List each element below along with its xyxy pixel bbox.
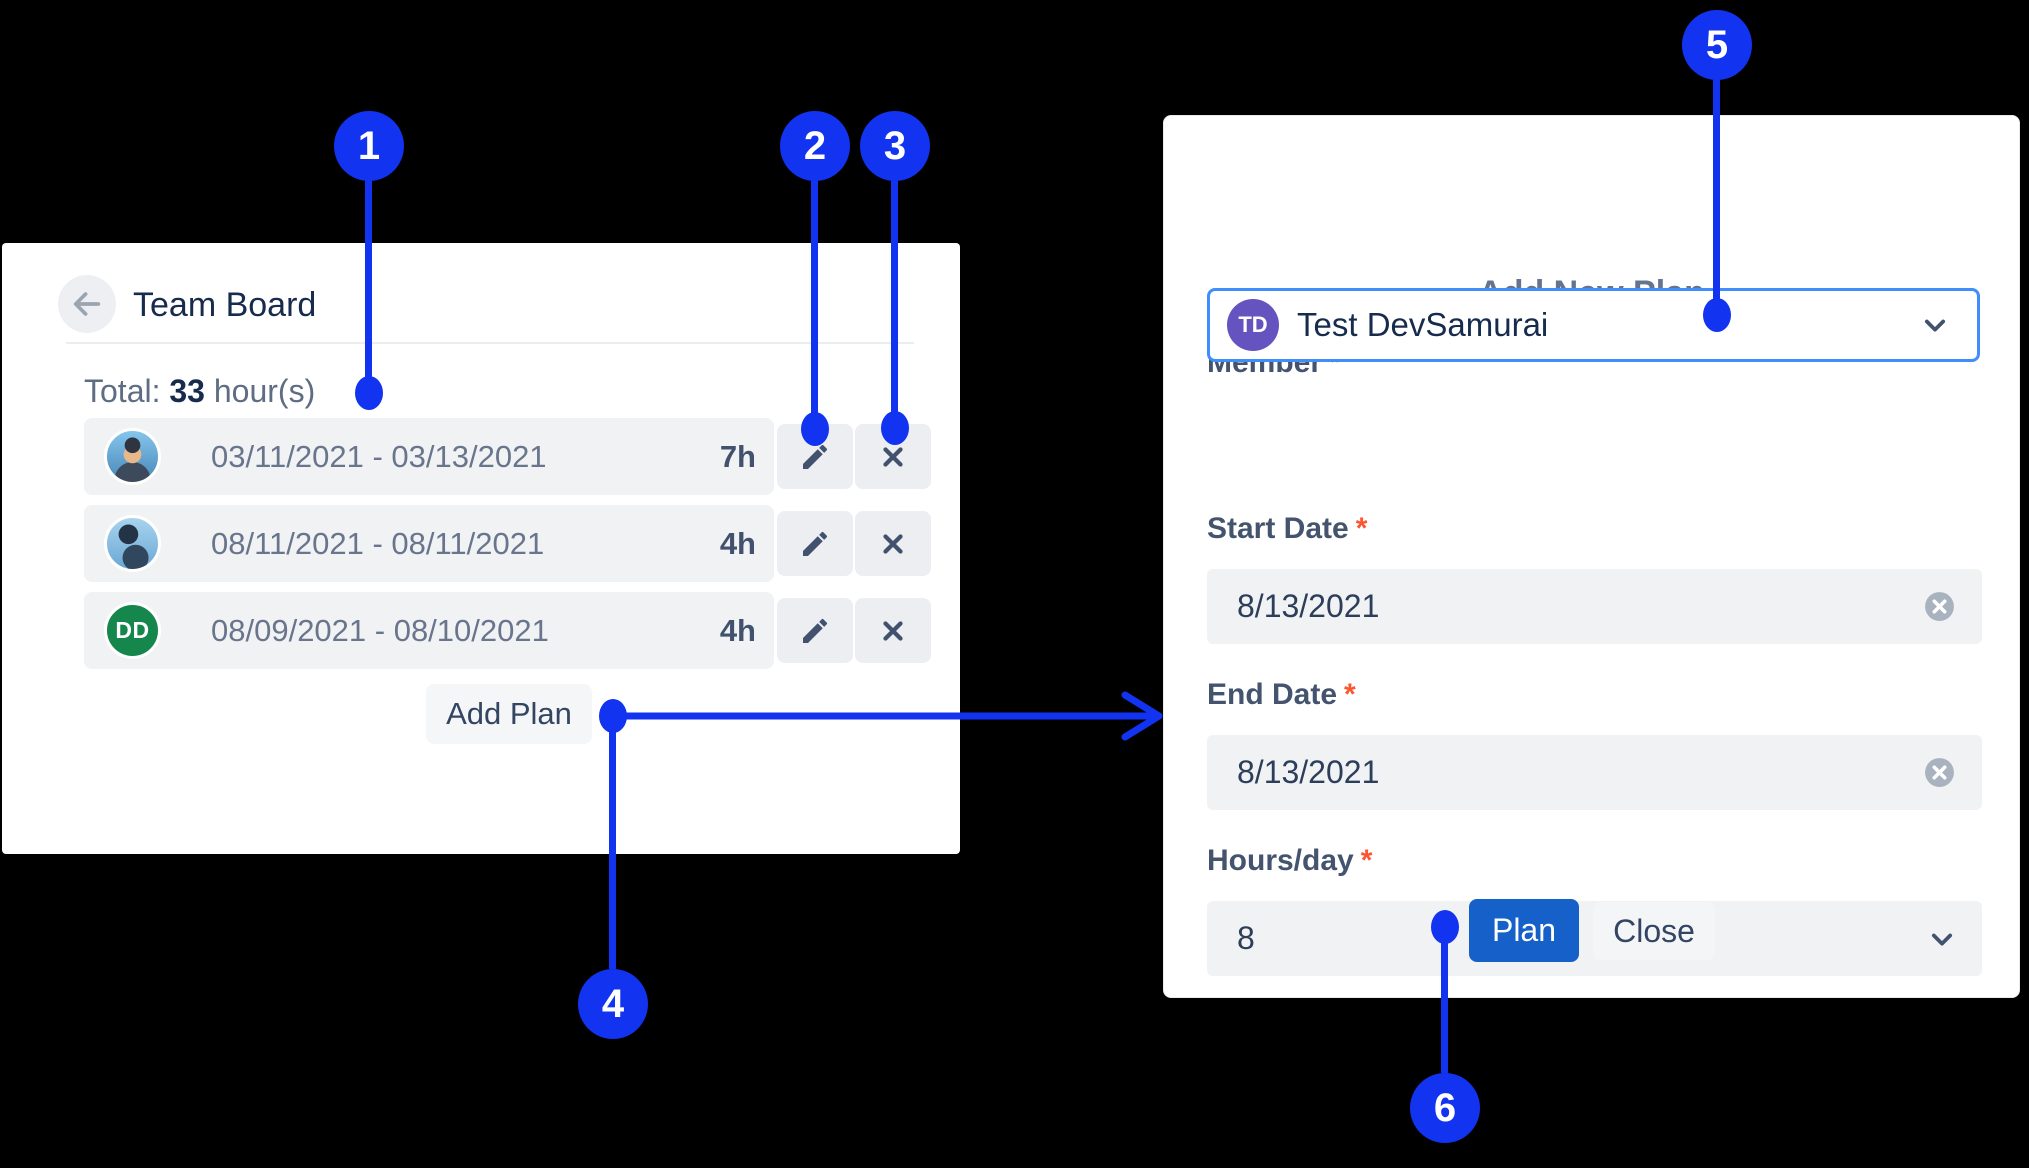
start-date-value: 8/13/2021	[1237, 588, 1380, 624]
required-asterisk: *	[1360, 844, 1373, 877]
total-value: 33	[169, 373, 205, 409]
member-avatar	[104, 428, 161, 485]
annotation-line-1	[365, 180, 372, 393]
member-avatar: TD	[1227, 299, 1279, 351]
start-date-input[interactable]: 8/13/2021	[1207, 569, 1982, 644]
end-date-value: 8/13/2021	[1237, 754, 1380, 790]
chevron-down-icon	[1928, 925, 1956, 953]
edit-plan-button[interactable]	[777, 598, 853, 663]
total-suffix: hour(s)	[213, 373, 316, 409]
clear-field-icon[interactable]	[1923, 756, 1956, 789]
clear-field-icon[interactable]	[1923, 590, 1956, 623]
close-x-icon	[878, 616, 908, 646]
plan-row: DD 08/09/2021 - 08/10/2021 4h	[84, 592, 774, 669]
annotation-badge-2: 2	[780, 111, 850, 181]
end-date-label: End Date*	[1207, 678, 1356, 711]
annotation-dot-6	[1431, 910, 1459, 944]
page-title: Team Board	[133, 286, 317, 324]
annotation-line-4	[609, 716, 616, 969]
plan-row: 08/11/2021 - 08/11/2021 4h	[84, 505, 774, 582]
annotation-badge-6: 6	[1410, 1073, 1480, 1143]
annotation-badge-5: 5	[1682, 10, 1752, 80]
start-date-label: Start Date*	[1207, 512, 1368, 545]
annotation-arrow-4	[613, 686, 1165, 746]
add-plan-button[interactable]: Add Plan	[426, 684, 592, 744]
member-avatar	[104, 515, 161, 572]
header-divider	[66, 342, 914, 344]
close-x-icon	[878, 442, 908, 472]
delete-plan-button[interactable]	[855, 424, 931, 489]
plan-date-range: 08/09/2021 - 08/10/2021	[211, 613, 549, 648]
annotation-dot-5	[1703, 298, 1731, 332]
chevron-down-icon	[1921, 311, 1949, 339]
plan-row: 03/11/2021 - 03/13/2021 7h	[84, 418, 774, 495]
plan-hours: 7h	[719, 439, 756, 474]
plan-button[interactable]: Plan	[1469, 899, 1579, 962]
member-value: Test DevSamurai	[1297, 306, 1549, 343]
team-board-panel: Team Board Total: 33 hour(s) 03/11/2021 …	[2, 243, 960, 854]
plan-date-range: 03/11/2021 - 03/13/2021	[211, 439, 547, 474]
hours-per-day-label: Hours/day*	[1207, 844, 1373, 877]
annotation-line-2	[811, 180, 818, 429]
plan-hours: 4h	[719, 526, 756, 561]
back-button[interactable]	[58, 275, 116, 333]
annotation-badge-1: 1	[334, 111, 404, 181]
edit-plan-button[interactable]	[777, 511, 853, 576]
annotation-dot-1	[355, 376, 383, 410]
close-button[interactable]: Close	[1593, 902, 1715, 960]
plan-hours: 4h	[719, 613, 756, 648]
total-hours: Total: 33 hour(s)	[84, 371, 315, 411]
back-arrow-icon	[70, 287, 104, 321]
annotation-dot-3	[881, 411, 909, 445]
delete-plan-button[interactable]	[855, 511, 931, 576]
delete-plan-button[interactable]	[855, 598, 931, 663]
member-select[interactable]: TD Test DevSamurai	[1207, 288, 1980, 362]
total-label: Total:	[84, 373, 161, 409]
plan-date-range: 08/11/2021 - 08/11/2021	[211, 526, 545, 561]
member-avatar: DD	[104, 602, 161, 659]
add-new-plan-dialog: Add New Plan Member* TD Test DevSamurai …	[1163, 115, 2020, 998]
pencil-icon	[799, 441, 831, 473]
pencil-icon	[799, 528, 831, 560]
annotation-dot-4	[599, 699, 627, 733]
annotation-badge-4: 4	[578, 969, 648, 1039]
close-x-icon	[878, 529, 908, 559]
pencil-icon	[799, 615, 831, 647]
annotation-line-3	[891, 180, 898, 428]
annotation-line-6	[1441, 927, 1448, 1073]
required-asterisk: *	[1355, 512, 1368, 545]
annotation-dot-2	[801, 412, 829, 446]
required-asterisk: *	[1344, 678, 1356, 711]
required-asterisk: *	[1329, 346, 1341, 379]
end-date-input[interactable]: 8/13/2021	[1207, 735, 1982, 810]
annotation-line-5	[1713, 79, 1720, 315]
hours-per-day-value: 8	[1237, 920, 1255, 956]
annotation-badge-3: 3	[860, 111, 930, 181]
